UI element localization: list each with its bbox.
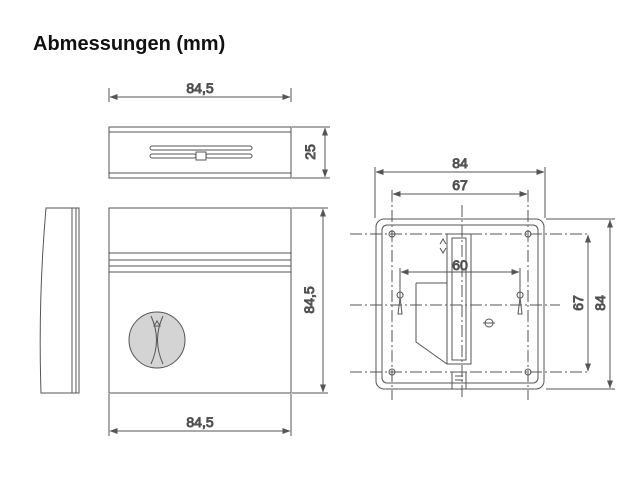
back-view-vertical-hole-spacing-label: 67 [570, 295, 586, 311]
top-view-width-label: 84,5 [186, 80, 213, 96]
front-view-width-label: 84,5 [186, 414, 213, 430]
back-view-hole-spacing-label: 67 [452, 177, 468, 193]
back-view-width-label: 84 [452, 155, 468, 171]
back-view [350, 167, 615, 400]
front-view-height-label: 84,5 [301, 286, 317, 313]
back-view-height-label: 84 [592, 295, 608, 311]
side-view [39, 207, 80, 394]
page-title: Abmessungen (mm) [33, 33, 226, 55]
front-view [108, 207, 328, 436]
back-view-inner-label: 60 [452, 257, 468, 273]
top-view [108, 88, 330, 179]
top-view-height-label: 25 [302, 144, 318, 160]
knob [128, 311, 186, 369]
